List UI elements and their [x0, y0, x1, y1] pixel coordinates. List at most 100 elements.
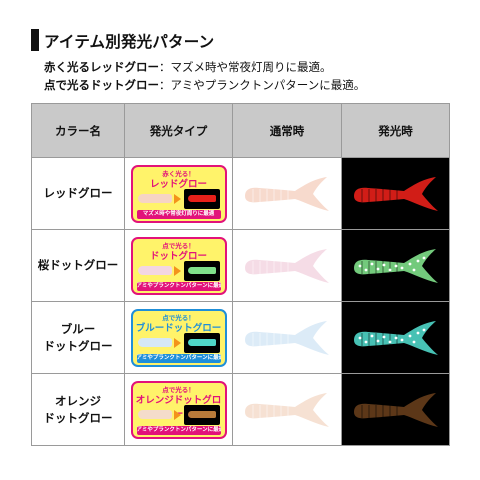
mini-lure-glow	[183, 260, 220, 281]
glow-dot	[382, 335, 385, 338]
badge-caption: 点で光る！	[162, 241, 195, 250]
description-text: ：アミやプランクトンパターンに最適。	[159, 78, 366, 92]
table-row: ブルードットグロー点で光る！ブルードットグローアミやプランクトンパターンに最適	[31, 301, 450, 374]
mini-lure-glow-body	[187, 339, 216, 346]
badge-caption: 赤く光る！	[162, 169, 195, 178]
glow-dot	[370, 334, 373, 337]
lure-glow-image	[353, 320, 438, 355]
glow-type-cell: 点で光る！ブルードットグローアミやプランクトンパターンに最適	[124, 301, 233, 374]
description-label: 赤く光るレッドグロー	[44, 60, 159, 74]
badge-caption: 点で光る！	[162, 385, 195, 394]
mini-lure-glow	[183, 188, 220, 209]
mini-lure-glow-body	[187, 195, 216, 202]
table-row: レッドグロー赤く光る！レッドグローマズメ時や常夜灯周りに最適	[31, 157, 450, 230]
color-name-cell: オレンジドットグロー	[31, 373, 125, 446]
color-name-line: レッドグロー	[43, 186, 113, 200]
lure-body	[245, 176, 329, 211]
page-title: アイテム別発光パターン	[44, 33, 215, 51]
glow-dot	[412, 268, 415, 271]
glow-state-cell	[341, 229, 450, 302]
glow-type-badge: 赤く光る！レッドグローマズメ時や常夜灯周りに最適	[130, 164, 227, 223]
badge-caption: 点で光る！	[162, 313, 195, 322]
header-normal: 通常時	[232, 103, 342, 158]
header-glow-type: 発光タイプ	[124, 103, 233, 158]
badge-footer: アミやプランクトンパターンに最適	[136, 425, 221, 435]
mini-lure-glow	[183, 404, 220, 425]
badge-title: レッドグロー	[149, 178, 207, 190]
glow-dot	[422, 328, 425, 331]
arrow-icon	[174, 337, 181, 348]
glow-pattern-table: カラー名 発光タイプ 通常時 発光時 レッドグロー赤く光る！レッドグローマズメ時…	[31, 103, 450, 446]
description-label: 点で光るドットグロー	[44, 78, 159, 92]
lure-body	[245, 320, 329, 355]
mini-lure-normal	[137, 410, 172, 419]
description-line: 点で光るドットグロー：アミやプランクトンパターンに最適。	[44, 77, 365, 93]
glow-type-badge: 点で光る！ドットグローアミやプランクトンパターンに最適	[130, 236, 227, 295]
header-glowing: 発光時	[341, 103, 450, 158]
color-name-line: ブルー	[60, 321, 96, 336]
arrow-icon	[174, 409, 181, 420]
table-row: 桜ドットグロー点で光る！ドットグローアミやプランクトンパターンに最適	[31, 229, 450, 302]
lure-body	[245, 392, 329, 427]
glow-dot	[416, 259, 419, 262]
badge-title: ブルードットグロー	[135, 322, 222, 334]
glow-dot	[388, 340, 391, 343]
lure-body	[353, 392, 438, 427]
badge-footer: アミやプランクトンパターンに最適	[136, 353, 221, 363]
description-text: ：マズメ時や常夜灯周りに最適。	[159, 60, 332, 74]
lure-normal-image	[245, 176, 329, 211]
glow-dot	[376, 339, 379, 342]
mini-lure-glow-body	[187, 267, 216, 274]
lure-glow-image	[353, 392, 438, 427]
color-name-cell: 桜ドットグロー	[31, 229, 125, 302]
arrow-icon	[174, 193, 181, 204]
color-name-cell: レッドグロー	[31, 157, 125, 230]
glow-state-cell	[341, 373, 450, 446]
glow-state-cell	[341, 157, 450, 230]
normal-state-cell	[232, 157, 342, 230]
table-row: オレンジドットグロー点で光る！オレンジドットグローアミやプランクトンパターンに最…	[31, 373, 450, 446]
glow-dot	[358, 264, 361, 267]
glow-dot	[382, 263, 385, 266]
mini-lure-glow-body	[187, 411, 216, 418]
glow-dot	[358, 336, 361, 339]
glow-state-cell	[341, 301, 450, 374]
glow-type-cell: 点で光る！オレンジドットグローアミやプランクトンパターンに最適	[124, 373, 233, 446]
glow-dot	[376, 267, 379, 270]
glow-dot	[408, 334, 411, 337]
mini-lure-normal	[137, 266, 172, 275]
glow-dot	[370, 262, 373, 265]
mini-lure-normal	[137, 338, 172, 347]
mini-lure-glow	[183, 332, 220, 353]
color-name-line: ドットグロー	[43, 410, 113, 425]
color-name-line: 桜ドットグロー	[37, 258, 119, 272]
glow-dot	[394, 264, 397, 267]
badge-comparison	[137, 260, 220, 282]
lure-body	[245, 248, 329, 283]
badge-footer: アミやプランクトンパターンに最適	[136, 281, 221, 291]
lure-glow-image	[353, 248, 438, 283]
glow-type-cell: 点で光る！ドットグローアミやプランクトンパターンに最適	[124, 229, 233, 302]
glow-dot	[364, 340, 367, 343]
badge-footer: マズメ時や常夜灯周りに最適	[136, 209, 221, 219]
lure-normal-image	[245, 320, 329, 355]
arrow-icon	[174, 265, 181, 276]
mini-lure-normal	[137, 194, 172, 203]
description-line: 赤く光るレッドグロー：マズメ時や常夜灯周りに最適。	[44, 59, 332, 75]
glow-dot	[400, 266, 403, 269]
lure-normal-image	[245, 392, 329, 427]
badge-comparison	[137, 332, 220, 354]
glow-type-cell: 赤く光る！レッドグローマズメ時や常夜灯周りに最適	[124, 157, 233, 230]
lure-glow-image	[353, 176, 438, 211]
glow-dot	[422, 256, 425, 259]
normal-state-cell	[232, 373, 342, 446]
glow-dot	[364, 268, 367, 271]
normal-state-cell	[232, 229, 342, 302]
normal-state-cell	[232, 301, 342, 374]
glow-type-badge: 点で光る！ブルードットグローアミやプランクトンパターンに最適	[130, 308, 227, 367]
glow-dot	[412, 340, 415, 343]
glow-dot	[394, 336, 397, 339]
badge-comparison	[137, 404, 220, 426]
glow-dot	[400, 338, 403, 341]
glow-type-badge: 点で光る！オレンジドットグローアミやプランクトンパターンに最適	[130, 380, 227, 439]
